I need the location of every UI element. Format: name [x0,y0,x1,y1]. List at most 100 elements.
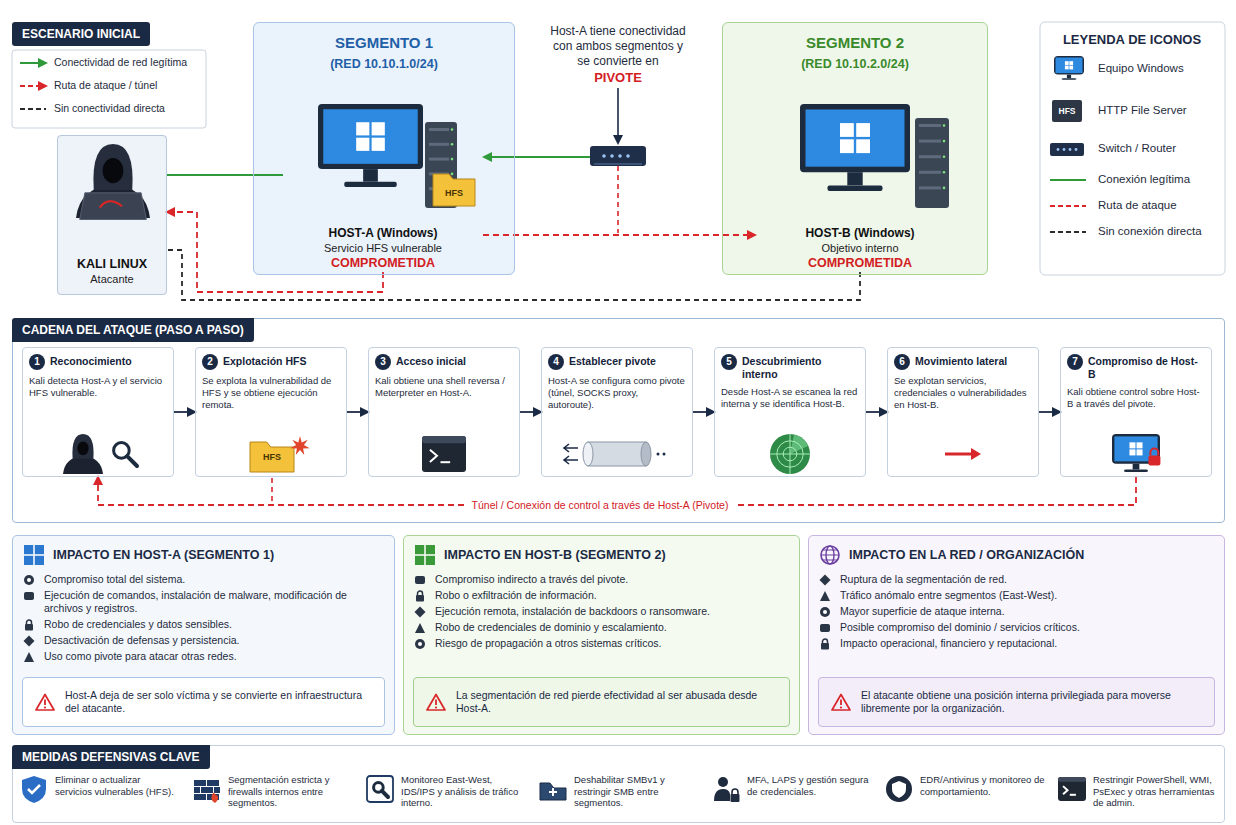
impact-item: Tráfico anómalo entre segmentos (East-We… [819,589,1214,602]
step-description: Desde Host-A se escanea la red interna y… [721,386,859,410]
section-tab: MEDIDAS DEFENSIVAS CLAVE [12,745,210,769]
legend-text: HTTP File Server [1098,104,1187,116]
impact-item: Ejecución remota, instalación de backdoo… [414,605,789,618]
step-description: Kali obtiene control sobre Host-B a trav… [1067,386,1205,410]
warning-icon [426,693,446,711]
connector [174,411,195,413]
connector [347,411,368,413]
legend-text: Sin conectividad directa [54,102,165,114]
step-box: 7Compromiso de Host-B Kali obtiene contro… [1060,347,1212,477]
measure-text: MFA, LAPS y gestión segura de credencial… [747,774,872,797]
step-title: Movimiento lateral [915,354,1007,368]
impact-title: IMPACTO EN HOST-A (SEGMENTO 1) [53,548,274,562]
measure-icon [884,774,914,804]
step-icon [888,434,1038,474]
pivot-note: Host-A tiene conectividad con ambos segm… [548,24,688,69]
legend-sample [20,63,46,64]
step-icon [542,434,692,474]
warning-text: Host-A deja de ser solo víctima y se con… [65,689,372,715]
step-number: 2 [202,354,218,370]
measure-icon [538,774,568,804]
host-node: HOST-A (Windows)Servicio HFS vulnerableC… [283,100,483,272]
impact-text: Posible compromiso del dominio / servici… [840,621,1080,634]
switch-icon [590,146,646,166]
impact-icon [414,544,436,566]
step-box: 1ReconocimientoKali detecta Host-A y el … [22,347,174,477]
legend-box [1040,22,1225,275]
step-title: Reconocimiento [50,354,132,368]
bullet-icon [414,622,426,634]
connector [520,411,541,413]
legend-sample [20,86,46,87]
segment-panel: SEGMENTO 2(RED 10.10.2.0/24)HOST-B (Wind… [722,22,988,275]
legend-heading: LEYENDA DE ICONOS [1063,32,1201,47]
measure-icon [711,774,741,804]
step-title: Descubrimiento interno [742,354,859,381]
impact-title: IMPACTO EN HOST-B (SEGMENTO 2) [444,548,666,562]
warning-box: Host-A deja de ser solo víctima y se con… [22,677,385,727]
legend-sample [1052,100,1082,122]
attacker-icon [58,136,168,232]
impact-text: Uso como pivote para atacar otras redes. [44,650,237,663]
impact-text: Robo o exfiltración de información. [435,589,597,602]
step-title: Compromiso de Host-B [1088,354,1205,381]
bullet-icon [414,574,426,586]
impact-text: Compromiso total del sistema. [44,573,185,586]
step-header: 3Acceso inicial [375,354,513,370]
impact-list: Compromiso indirecto a través del pivote… [414,573,789,650]
bullet-icon [414,606,426,618]
step-box: 3Acceso inicialKali obtiene una shell re… [368,347,520,477]
impact-panel: IMPACTO EN HOST-A (SEGMENTO 1) Compromiso… [12,535,395,735]
pointer-arrow [618,88,619,143]
step-icon [369,434,519,474]
measure-icon [365,774,395,804]
impact-text: Robo de credenciales y datos sensibles. [44,618,232,631]
attacker-box: KALI LINUXAtacante [57,135,167,295]
step-header: 2Explotación HFS [202,354,340,370]
connector [1039,411,1060,413]
impact-item: Compromiso total del sistema. [23,573,384,586]
legend-text: Conectividad de red legítima [54,56,187,68]
measure-item: Restringir PowerShell, WMI, PsExec y otr… [1051,774,1224,809]
bullet-icon [23,574,35,586]
step-header: 1Reconocimiento [29,354,167,370]
legend-text: Equipo Windows [1098,62,1184,74]
measure-icon [19,774,49,804]
bullet-icon [819,590,831,602]
measure-text: Eliminar o actualizar servicios vulnerab… [55,774,180,797]
measures-panel: MEDIDAS DEFENSIVAS CLAVE Eliminar o actua… [12,745,1225,823]
impact-item: Compromiso indirecto a través del pivote… [414,573,789,586]
impact-text: Robo de credenciales de dominio y escala… [435,621,667,634]
impact-header: IMPACTO EN HOST-A (SEGMENTO 1) [23,544,384,566]
step-header: 7Compromiso de Host-B [1067,354,1205,381]
step-description: Kali obtiene una shell reversa / Meterpr… [375,375,513,399]
impact-item: Mayor superficie de ataque interna. [819,605,1214,618]
legend-sample [1050,206,1086,207]
impact-item: Robo de credenciales y datos sensibles. [23,618,384,631]
step-number: 5 [721,354,737,370]
legend-box [12,50,206,128]
impact-item: Ejecución de comandos, instalación de ma… [23,589,384,615]
step-description: Se explota la vulnerabilidad de HFS y se… [202,375,340,411]
impact-text: Compromiso indirecto a través del pivote… [435,573,628,586]
impact-item: Desactivación de defensas y persistencia… [23,634,384,647]
bullet-icon [414,638,426,650]
legend-sample [1050,180,1086,181]
measure-item: Eliminar o actualizar servicios vulnerab… [13,774,186,809]
measure-item: Segmentación estricta y firewalls intern… [186,774,359,809]
impact-panel: IMPACTO EN LA RED / ORGANIZACIÓNRuptura … [808,535,1225,735]
legend-text: Conexión legítima [1098,173,1190,185]
step-box: 5 Descubrimiento internoDesde Host-A se e… [714,347,866,477]
segment-title: SEGMENTO 1 [335,34,433,51]
bullet-icon [819,622,831,634]
status-text: COMPROMETIDA [808,256,912,270]
step-icon [715,434,865,474]
impact-text: Ejecución remota, instalación de backdoo… [435,605,710,618]
warning-icon [831,693,851,711]
impact-text: Ejecución de comandos, instalación de ma… [44,589,384,615]
icon-label: HFS [445,188,463,198]
measure-icon [192,774,222,804]
measure-item: MFA, LAPS y gestión segura de credencial… [705,774,878,809]
impact-title: IMPACTO EN LA RED / ORGANIZACIÓN [849,548,1084,562]
